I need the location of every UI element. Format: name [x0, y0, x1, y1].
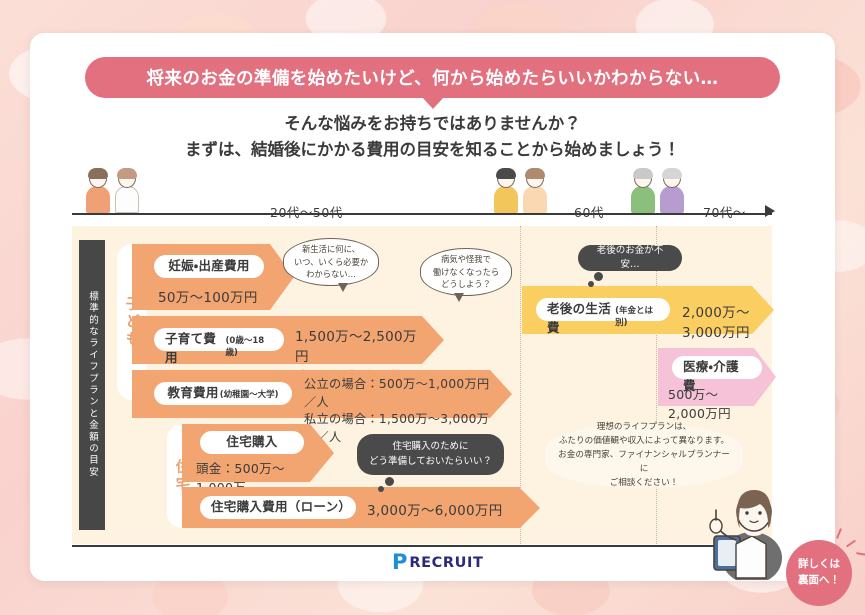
- row-home-purchase: 住宅購入 頭金：500万〜1,000万 （物件価格の20〜30%が目安）: [182, 424, 334, 508]
- bubble-old-age-worry: 老後のお金が不安…: [578, 245, 682, 271]
- row-medical-care: 医療・介護費 500万〜2,000万円: [658, 348, 776, 421]
- timeline-divider-60: [520, 226, 521, 544]
- bubble-housing-dot-large: [385, 477, 394, 486]
- row-pregnancy-amount: 50万〜100万円: [158, 290, 258, 306]
- age-label-20-50: 20代〜50代: [270, 205, 343, 220]
- bubble-new-life-worry: 新生活に何に、 いつ、いくら必要か わからない…: [283, 238, 379, 286]
- back-side-badge[interactable]: 詳しくは 裏面へ！: [786, 540, 852, 606]
- recruit-logo-word: RECRUIT: [409, 554, 484, 571]
- timeline-axis: [72, 213, 772, 215]
- headline-pill-tail: [422, 97, 444, 109]
- headline-pill: 将来のお金の準備を始めたいけど、何から始めたらいいかわからない…: [85, 57, 780, 98]
- row-childcare-label: 子育て費用(0歳〜18歳): [154, 328, 284, 365]
- row-childcare: 子育て費用(0歳〜18歳) 1,500万〜2,500万円 （子どもの人数に応じて…: [132, 316, 444, 393]
- bubble-illness-tail: [454, 293, 464, 302]
- sidebar-vertical-label: 標準的なライフプランと金額の目安: [79, 240, 105, 530]
- row-senior-living-label: 老後の生活費(年金とは別): [536, 298, 670, 335]
- row-education: 教育費用(幼稚園〜大学) 公立の場合：500万〜1,000万円／人 私立の場合：…: [132, 370, 512, 444]
- recruit-logo-mark: P: [392, 550, 408, 574]
- bubble-old-age-dot-small: [588, 281, 594, 287]
- bubble-housing-worry: 住宅購入のために どう準備しておいたらいい？: [357, 434, 504, 475]
- age-label-70: 70代〜: [703, 205, 746, 220]
- row-home-loan: 住宅購入費用（ローン） 3,000万〜6,000万円: [182, 487, 540, 528]
- subheading-line-1: そんな悩みをお持ちではありませんか？: [284, 114, 581, 133]
- row-medical-care-amount: 500万〜2,000万円: [668, 387, 731, 421]
- row-medical-care-label: 医療・介護費: [672, 356, 762, 393]
- age-label-60: 60代: [574, 205, 604, 220]
- badge-line-2: 裏面へ！: [798, 574, 840, 586]
- panel-baseline: [72, 545, 772, 547]
- row-education-label: 教育費用(幼稚園〜大学): [154, 382, 292, 405]
- sidebar-vertical-text: 標準的なライフプランと金額の目安: [87, 291, 98, 479]
- row-senior-living-amount: 2,000万〜3,000万円: [682, 305, 750, 341]
- financial-planner-illustration: [709, 490, 782, 580]
- bubble-old-age-dot-large: [594, 272, 603, 281]
- row-senior-living: 老後の生活費(年金とは別) 2,000万〜3,000万円: [522, 286, 774, 341]
- bubble-illness-worry: 病気や怪我で 働けなくなったら どうしよう？: [420, 248, 512, 296]
- row-education-public: 公立の場合：500万〜1,000万円／人: [304, 377, 490, 409]
- badge-line-1: 詳しくは: [798, 558, 840, 571]
- middleage-couple-illustration: [492, 168, 549, 213]
- recruit-logo: P RECRUIT: [392, 552, 484, 573]
- headline-pill-text: 将来のお金の準備を始めたいけど、何から始めたらいいかわからない…: [146, 69, 719, 89]
- senior-couple-illustration: [629, 168, 686, 213]
- wedding-couple-illustration: [84, 168, 141, 213]
- timeline-arrowhead: [765, 205, 775, 217]
- row-home-purchase-label: 住宅購入: [200, 431, 304, 454]
- row-pregnancy-label: 妊娠・出産費用: [154, 255, 264, 278]
- timeline-divider-70: [656, 226, 657, 544]
- subheading: そんな悩みをお持ちではありませんか？ まずは、結婚後にかかる費用の目安を知ること…: [0, 111, 865, 162]
- subheading-line-2: まずは、結婚後にかかる費用の目安を知ることから始めましょう！: [185, 139, 680, 159]
- row-home-loan-label: 住宅購入費用（ローン）: [200, 496, 356, 519]
- bubble-fp-advice: 理想のライフプランは、 ふたりの価値観や収入によって異なります。 お金の専門家、…: [545, 422, 743, 488]
- bubble-housing-dot-small: [378, 486, 384, 492]
- row-pregnancy: 妊娠・出産費用 50万〜100万円: [132, 244, 294, 310]
- bubble-new-life-tail: [338, 283, 348, 292]
- row-home-loan-amount: 3,000万〜6,000万円: [367, 503, 503, 519]
